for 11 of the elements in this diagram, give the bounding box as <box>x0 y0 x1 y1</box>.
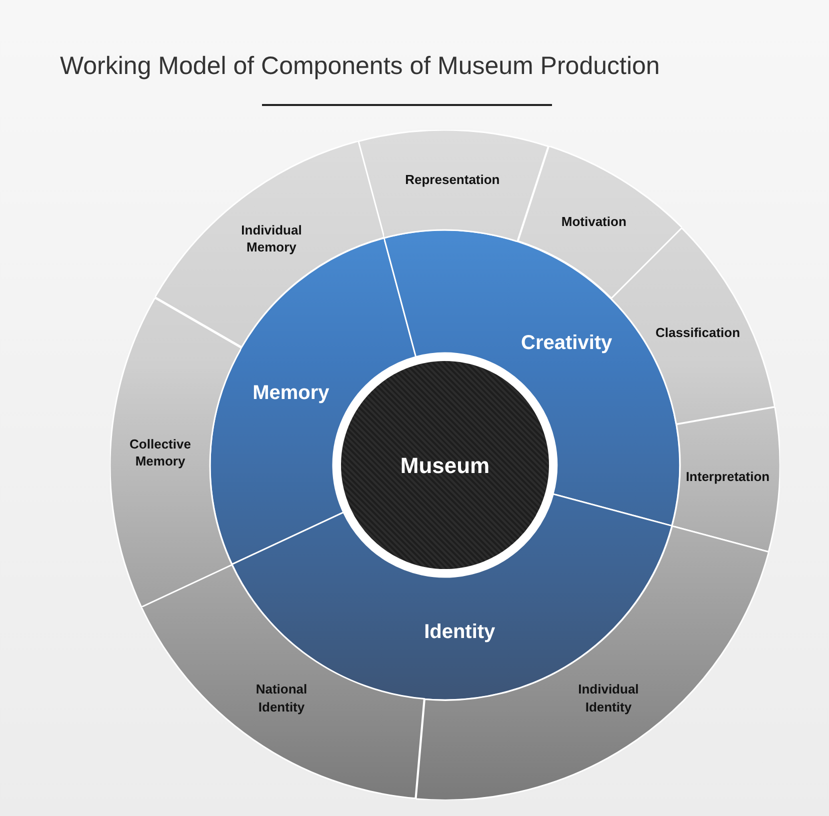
segment-label: Representation <box>405 171 500 189</box>
segment-label: National Identity <box>254 680 308 716</box>
segment-label: Interpretation <box>686 468 770 486</box>
segment-label: Classification <box>656 324 740 342</box>
segment-label: Collective Memory <box>128 435 192 470</box>
segment-label: Identity <box>424 620 496 646</box>
segment-label: Individual Memory <box>240 221 303 256</box>
segment-label: Memory <box>252 381 330 406</box>
segment-label: Individual Identity <box>577 680 640 716</box>
segment-label: Motivation <box>561 213 626 231</box>
diagram-title: Working Model of Components of Museum Production <box>60 51 660 82</box>
